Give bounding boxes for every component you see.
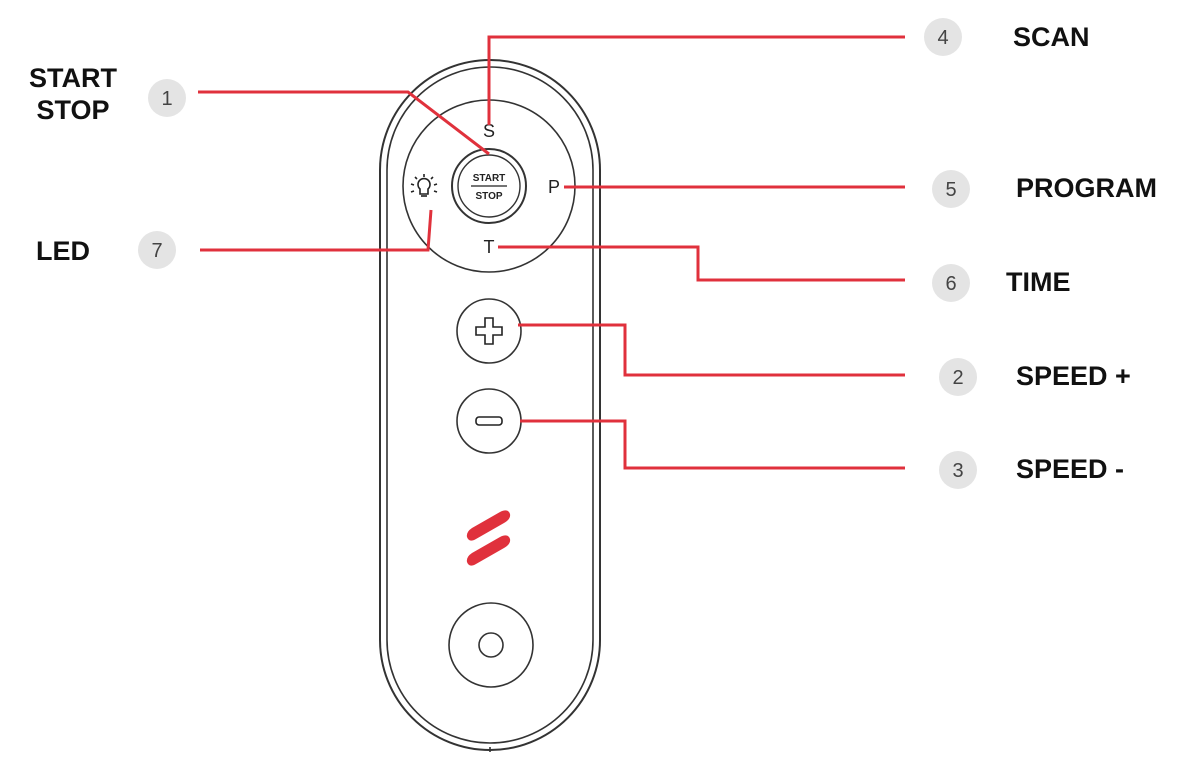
plus-icon [475,317,503,345]
callout-start-stop-number: 1 [161,88,172,110]
bottom-button[interactable] [448,602,534,688]
callout-scan-badge [924,18,962,56]
minus-icon [475,416,503,426]
callout-start-stop-label-line2: STOP [36,95,109,125]
leader-lines [198,35,905,470]
program-button[interactable]: P [548,177,560,197]
leader-led [200,209,433,252]
callout-led-number: 7 [151,240,162,262]
callout-speed-plus: 2 SPEED + [939,358,1131,396]
callout-start-stop-badge [148,79,186,117]
callout-led-badge [138,231,176,269]
callout-speed-minus-badge [939,451,977,489]
callout-start-stop-label-line1: START [29,63,117,93]
callout-led-label: LED [36,236,90,266]
speed-plus-button[interactable] [456,298,522,364]
leader-start-stop [198,90,490,156]
callout-program-badge [932,170,970,208]
callout-scan: 4 SCAN [924,18,1090,56]
callout-time-label: TIME [1006,267,1071,297]
bulb-icon[interactable] [410,174,438,197]
brand-logo-icon [466,510,511,566]
callout-time-number: 6 [945,273,956,295]
callout-time-badge [932,264,970,302]
scan-button[interactable]: S [483,121,495,141]
callout-speed-minus-label: SPEED - [1016,454,1124,484]
start-stop-button[interactable]: START STOP [451,148,527,224]
start-stop-button-line1: START [473,173,506,184]
callout-program-number: 5 [945,179,956,201]
remote-inner-edge [386,66,594,744]
callout-start-stop: START STOP 1 [29,63,186,125]
callout-time: 6 TIME [932,264,1071,302]
callout-speed-plus-number: 2 [952,367,963,389]
callout-program-label: PROGRAM [1016,173,1157,203]
speed-minus-button[interactable] [456,388,522,454]
callout-speed-plus-badge [939,358,977,396]
callout-speed-plus-label: SPEED + [1016,361,1131,391]
callout-scan-number: 4 [937,27,948,49]
leader-speed-minus [520,419,905,470]
start-stop-button-line2: STOP [475,191,502,202]
callout-speed-minus-number: 3 [952,460,963,482]
leader-time [498,245,905,282]
callout-speed-minus: 3 SPEED - [939,451,1124,489]
leader-speed-plus [518,323,905,377]
leader-scan [487,35,905,125]
callout-program: 5 PROGRAM [932,170,1157,208]
callout-led: LED 7 [36,231,176,269]
time-button[interactable]: T [484,237,495,257]
callout-scan-label: SCAN [1013,22,1090,52]
